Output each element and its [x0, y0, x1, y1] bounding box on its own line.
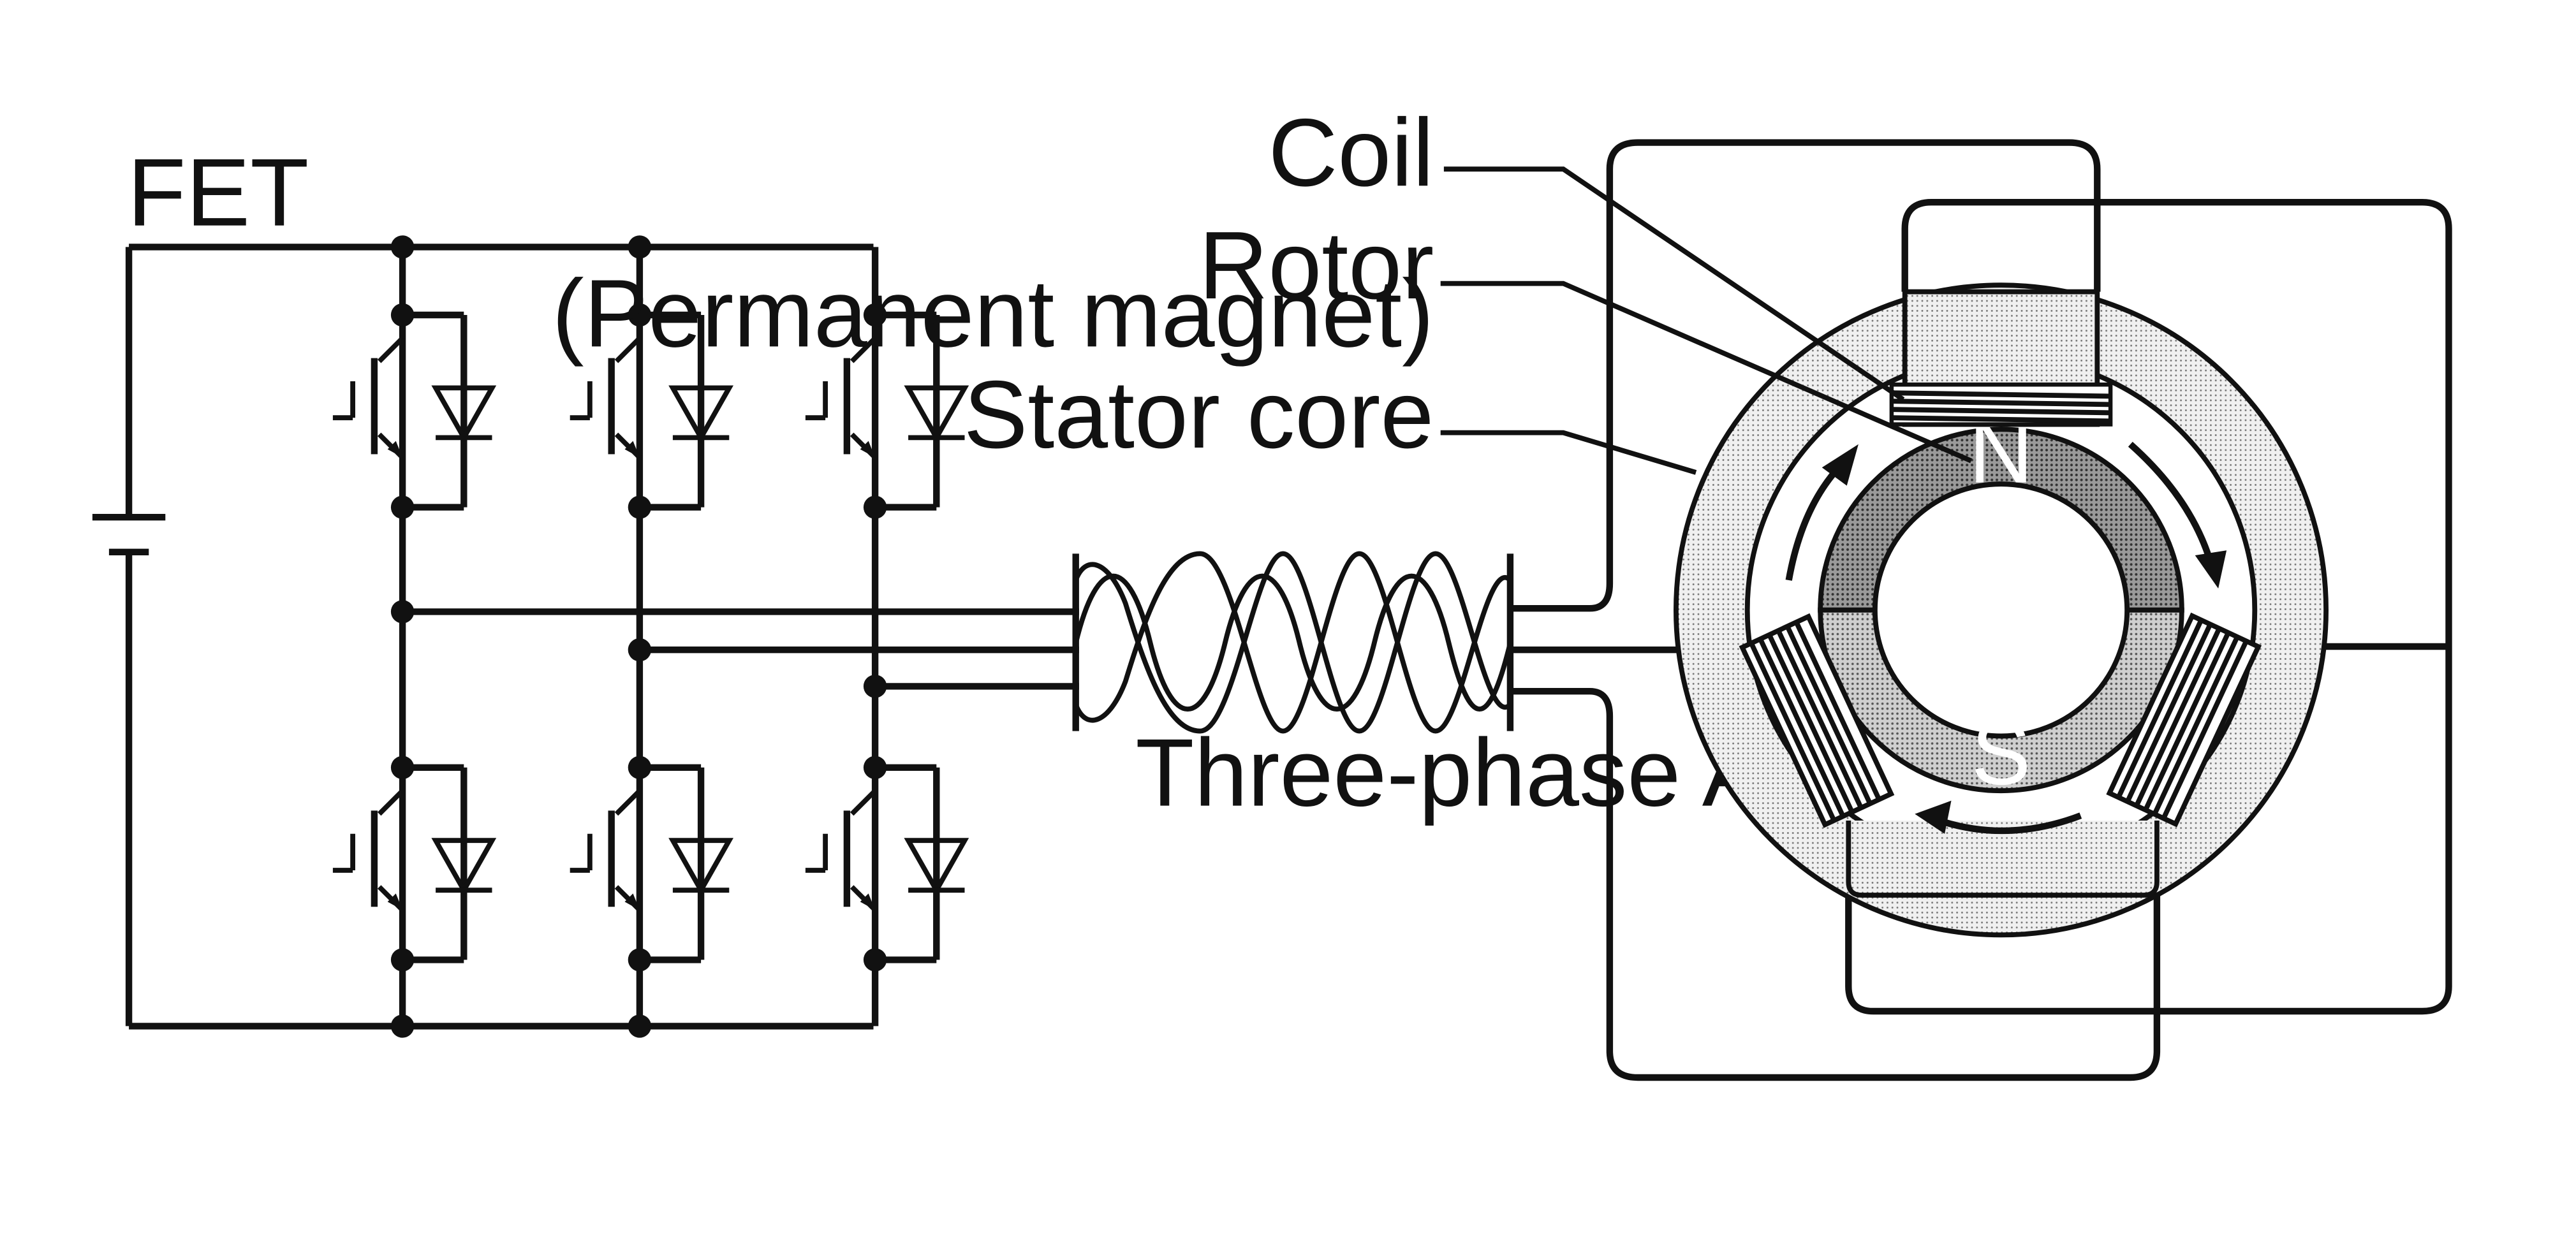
stator-tooth-top — [1889, 289, 2113, 427]
phase-wire-1 — [1510, 139, 2101, 612]
phase-wire-3 — [1510, 688, 2161, 1081]
rotor-hole — [1873, 481, 2130, 739]
stator-tooth-bottom — [1846, 821, 2160, 898]
junction-dots — [390, 235, 887, 1038]
igbt-switch-top-3 — [805, 311, 969, 511]
winding-return-wire — [1845, 199, 2452, 1015]
rotor-label: Rotor — [1199, 211, 1434, 319]
motor: N S — [552, 98, 2452, 1081]
igbt-switch-top-1 — [332, 311, 497, 511]
coil-winding-top — [1889, 382, 2113, 427]
igbt-switch-bottom-2 — [570, 764, 733, 963]
stator-label: Stator core — [964, 360, 1434, 468]
fet-inverter: FET — [92, 138, 1079, 1038]
south-pole-label: S — [1971, 703, 2031, 803]
stator-tooth-right — [2106, 612, 2262, 828]
stator-tooth-left — [1739, 613, 1895, 828]
battery-icon — [92, 514, 166, 555]
callouts — [1440, 166, 1973, 475]
igbt-switch-bottom-1 — [332, 764, 497, 963]
coil-label: Coil — [1269, 98, 1434, 206]
igbt-switch-bottom-3 — [805, 764, 969, 963]
fet-label: FET — [128, 138, 309, 246]
rotor-sub-label: (Permanent magnet) — [552, 259, 1434, 367]
rotation-arrows — [1785, 441, 2227, 835]
